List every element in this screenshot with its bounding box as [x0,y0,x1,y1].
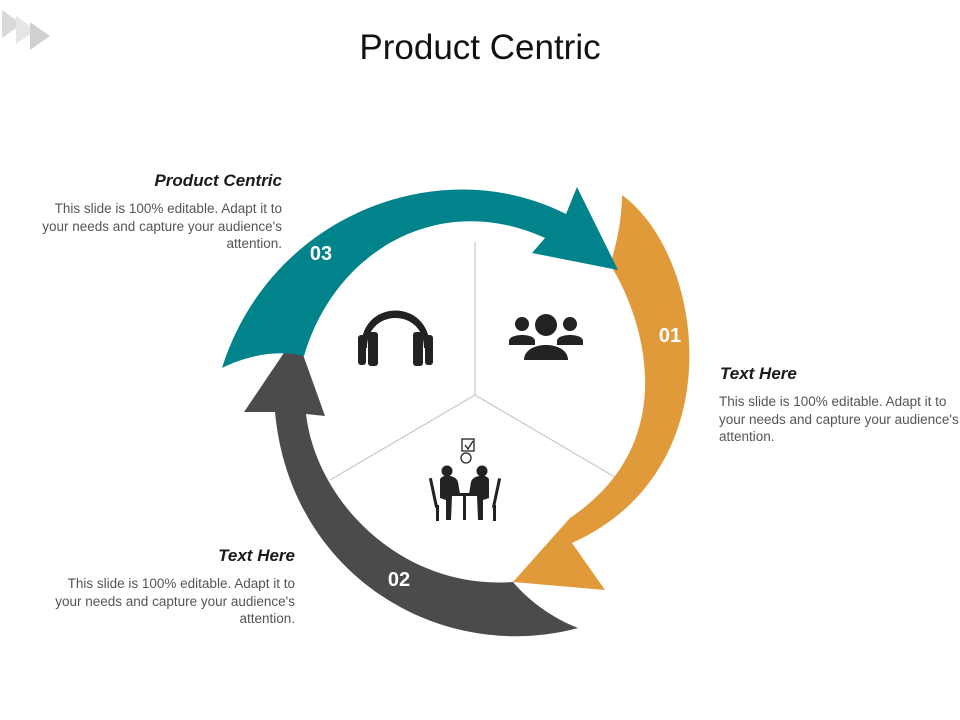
item-02-heading: Text Here [218,546,295,565]
step-number-03: 03 [309,243,333,265]
item-01-text: This slide is 100% editable. Adapt it to… [719,394,959,444]
arrow-segment-03 [222,187,618,368]
item-03-text: This slide is 100% editable. Adapt it to… [42,201,282,251]
arrow-segment-01 [513,195,690,590]
arrow-segment-02 [244,335,578,637]
watermark-logo-icon [2,10,50,50]
item-03-heading: Product Centric [154,171,282,190]
divider-lines [329,242,621,481]
step-number-02: 02 [387,569,411,591]
step-number-01: 01 [658,325,682,347]
item-01-heading: Text Here [720,364,797,383]
page-title: Product Centric [359,28,601,67]
meeting-icon [428,438,502,521]
headphones-icon [358,310,433,366]
item-02-text: This slide is 100% editable. Adapt it to… [55,576,295,626]
users-icon [509,314,583,360]
